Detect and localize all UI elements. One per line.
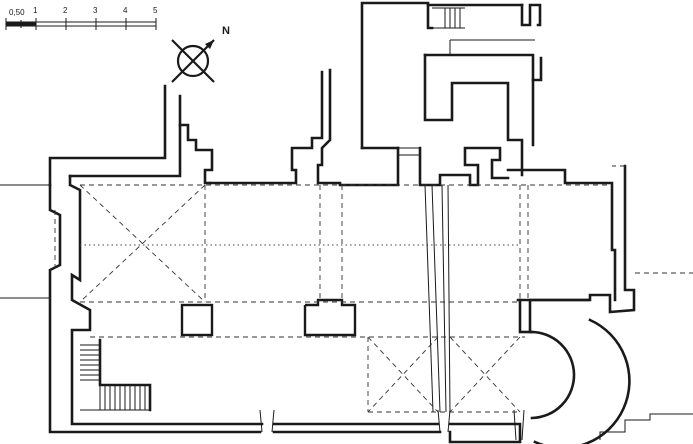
exterior-lines (0, 39, 693, 440)
nave-piers (180, 298, 357, 337)
pier-left (180, 303, 214, 337)
north-arrow-icon: N (171, 25, 230, 83)
scale-label-4: 4 (123, 6, 128, 15)
scale-label-2: 2 (63, 6, 68, 15)
scale-bar: 0,50 1 2 3 4 5 (5, 6, 158, 30)
outer-walls (48, 1, 636, 444)
scale-label-5: 5 (153, 6, 158, 15)
staircase (80, 7, 465, 412)
vault-lines (54, 184, 610, 413)
pier-center (303, 298, 357, 337)
north-label: N (222, 25, 230, 37)
scale-label-3: 3 (93, 6, 98, 15)
scale-label-0-50: 0,50 (9, 8, 25, 17)
scale-label-1: 1 (33, 6, 38, 15)
